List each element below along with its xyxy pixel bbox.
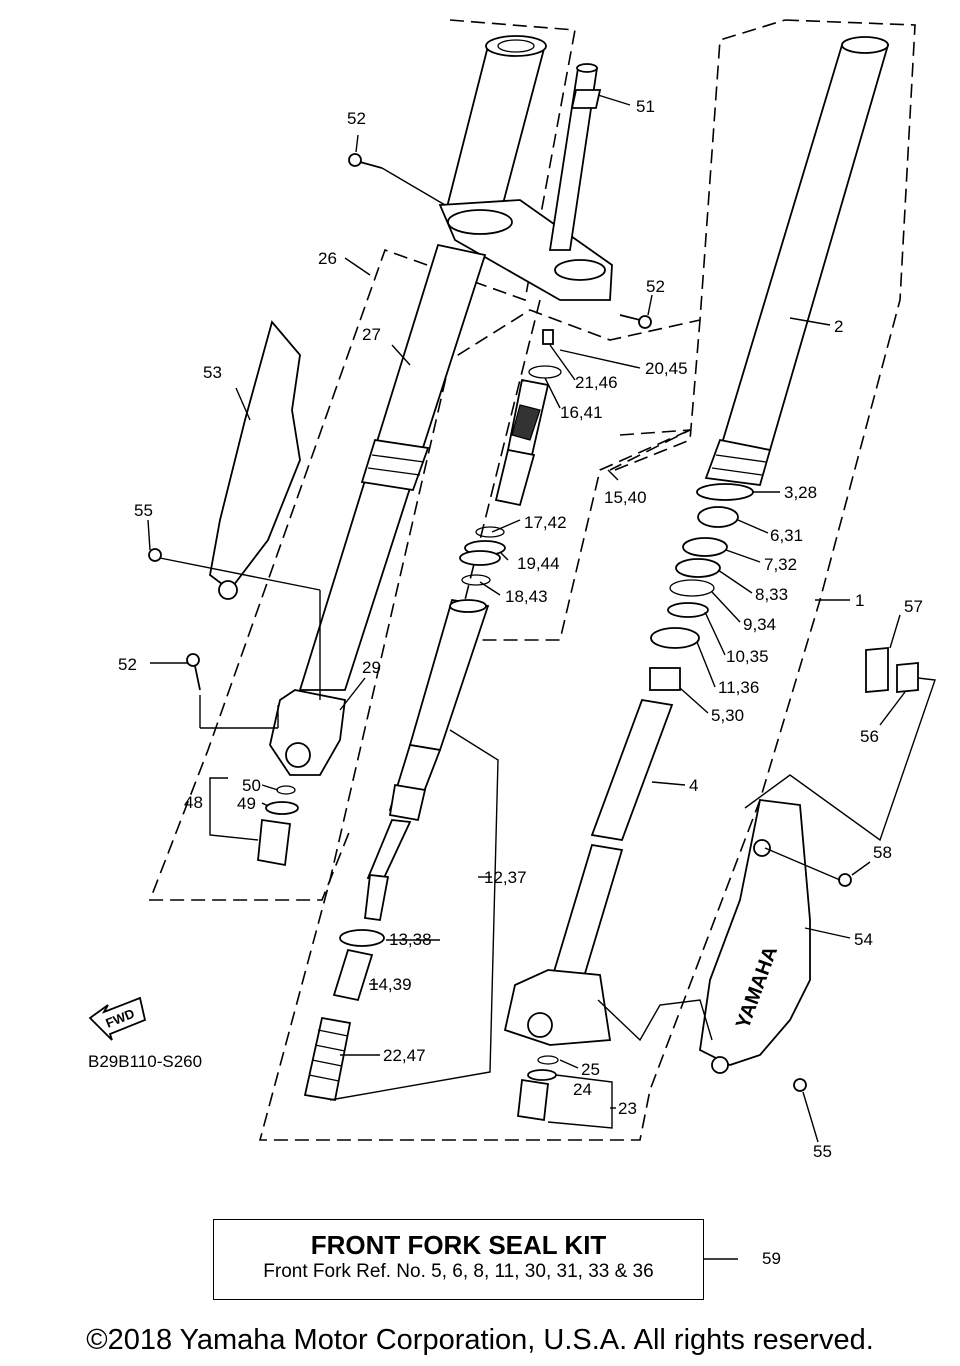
callout-labels: 51 52 26 27 52 2 20,45 21,46 16,41 53 15…	[88, 97, 923, 1268]
callout-21-46: 21,46	[575, 373, 618, 392]
callout-16-41: 16,41	[560, 403, 603, 422]
damper-cartridge	[459, 329, 562, 586]
callout-50: 50	[242, 776, 261, 795]
outline-group-20-45	[453, 299, 691, 641]
copyright-notice: ©2018 Yamaha Motor Corporation, U.S.A. A…	[86, 1324, 874, 1356]
callout-58: 58	[873, 843, 892, 862]
callout-17-42: 17,42	[524, 513, 567, 532]
callout-2: 2	[834, 317, 843, 336]
callout-15-40: 15,40	[604, 488, 647, 507]
fwd-arrow-icon: FWD	[88, 996, 147, 1041]
callout-53: 53	[203, 363, 222, 382]
callout-55-left: 55	[134, 501, 153, 520]
seal-kit-title: FRONT FORK SEAL KIT	[310, 1230, 607, 1260]
callout-27: 27	[362, 325, 381, 344]
callout-8-33: 8,33	[755, 585, 788, 604]
callout-5-30: 5,30	[711, 706, 744, 725]
callout-48: 48	[184, 793, 203, 812]
callout-23: 23	[618, 1099, 637, 1118]
callout-14-39: 14,39	[369, 975, 412, 994]
diagram-code: B29B110-S260	[88, 1052, 202, 1071]
seal-stack	[649, 483, 754, 691]
right-fork-tube	[704, 36, 890, 486]
steering-shaft	[548, 63, 602, 251]
callout-24: 24	[573, 1080, 592, 1099]
callout-7-32: 7,32	[764, 555, 797, 574]
callout-49: 49	[237, 794, 256, 813]
inner-cartridge	[303, 598, 490, 1102]
inner-tube	[503, 698, 674, 1122]
callout-51: 51	[636, 97, 655, 116]
callout-54: 54	[854, 930, 873, 949]
seal-kit-box: FRONT FORK SEAL KIT Front Fork Ref. No. …	[213, 1219, 704, 1300]
callout-59: 59	[762, 1249, 781, 1268]
callout-4: 4	[689, 776, 698, 795]
outline-right-assembly	[258, 19, 916, 1141]
callout-52-right: 52	[646, 277, 665, 296]
leader-lines	[147, 94, 936, 1260]
callout-6-31: 6,31	[770, 526, 803, 545]
axle-holder-parts	[257, 785, 299, 867]
callout-20-45: 20,45	[645, 359, 688, 378]
brackets-56-57	[865, 647, 919, 693]
callout-1: 1	[855, 591, 864, 610]
callout-56: 56	[860, 727, 879, 746]
fork-guard-left	[148, 320, 301, 600]
callout-52-top: 52	[347, 109, 366, 128]
callout-10-35: 10,35	[726, 647, 769, 666]
outline-group-15-40	[609, 429, 691, 471]
callout-18-43: 18,43	[505, 587, 548, 606]
callout-55-right: 55	[813, 1142, 832, 1161]
callout-9-34: 9,34	[743, 615, 776, 634]
callout-57: 57	[904, 597, 923, 616]
callout-11-36: 11,36	[718, 678, 759, 697]
callout-3-28: 3,28	[784, 483, 817, 502]
callout-26: 26	[318, 249, 337, 268]
assembly-outlines	[148, 19, 916, 1141]
callout-22-47: 22,47	[383, 1046, 426, 1065]
outline-left-assembly	[148, 19, 576, 901]
callout-25: 25	[581, 1060, 600, 1079]
fork-guard-right: YAMAHA	[699, 799, 852, 1092]
bolts-52	[186, 153, 652, 691]
seal-kit-subtitle: Front Fork Ref. No. 5, 6, 8, 11, 30, 31,…	[263, 1261, 654, 1282]
callout-13-38: 13,38	[389, 930, 432, 949]
callout-19-44: 19,44	[517, 554, 560, 573]
callout-12-37: 12,37	[484, 868, 527, 887]
callout-29: 29	[362, 658, 381, 677]
outline-seal-kit	[614, 319, 701, 471]
callout-52-left: 52	[118, 655, 137, 674]
left-fork-tube	[269, 35, 613, 776]
